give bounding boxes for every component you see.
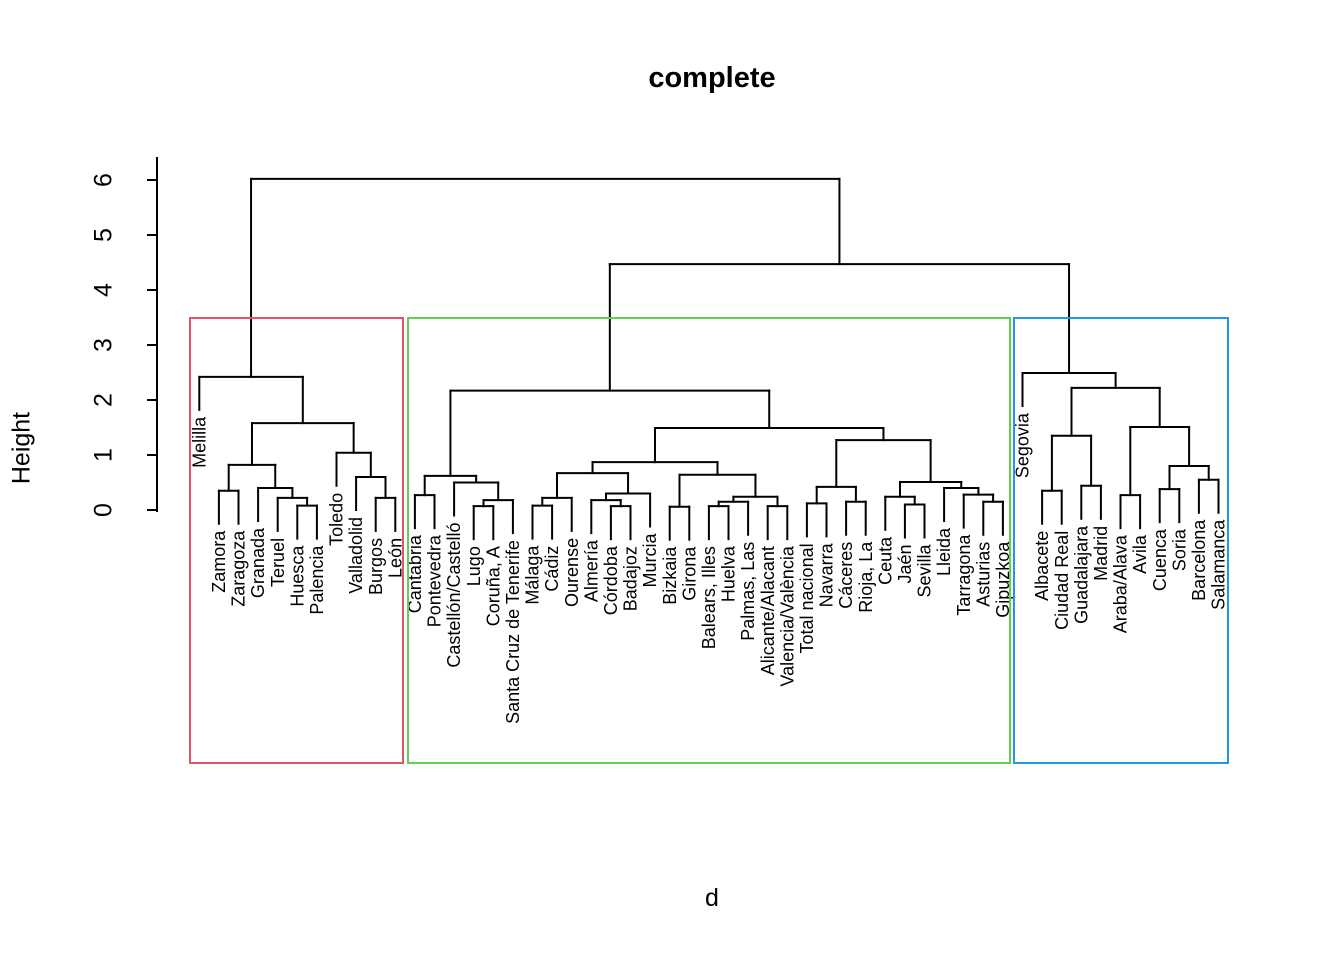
leaf-label: Gipuzkoa <box>993 541 1013 618</box>
leaf-label: Cáceres <box>836 542 856 609</box>
leaf-label: Lleida <box>934 527 954 576</box>
leaf-label: Valladolid <box>346 517 366 594</box>
leaf-label: Segovia <box>1013 412 1033 478</box>
leaf-label: Badajoz <box>621 546 641 611</box>
leaf-label: Avila <box>1130 534 1150 574</box>
leaf-label: Albacete <box>1032 531 1052 601</box>
axis-tick-label: 4 <box>90 283 118 297</box>
leaf-label: Huesca <box>287 545 307 607</box>
leaf-label: Soria <box>1169 528 1189 571</box>
leaf-label: Zamora <box>209 530 229 593</box>
plot-title: complete <box>648 62 776 94</box>
leaf-label: Castellón/Castelló <box>444 523 464 668</box>
leaf-label: Navarra <box>817 542 837 607</box>
leaf-label: Sevilla <box>915 544 935 598</box>
leaf-label: Córdoba <box>601 545 621 615</box>
leaf-label: Pontevedra <box>425 534 445 627</box>
leaf-label: Valencia/València <box>777 545 797 686</box>
axis-tick-label: 3 <box>90 338 118 352</box>
leaf-label: Teruel <box>268 538 288 587</box>
axis-tick-label: 1 <box>90 448 118 462</box>
leaf-label: Jaén <box>895 545 915 584</box>
leaf-label: Barcelona <box>1189 519 1209 601</box>
axis-tick-label: 6 <box>90 173 118 187</box>
leaf-label: Tarragona <box>954 534 974 616</box>
leaf-label: Salamanca <box>1209 519 1229 610</box>
leaf-label: Ceuta <box>875 536 895 585</box>
leaf-label: Araba/Alava <box>1111 534 1131 633</box>
axis-tick-label: 5 <box>90 228 118 242</box>
leaf-label: Guadalajara <box>1071 525 1091 624</box>
leaf-label: Balears, Illes <box>699 546 719 649</box>
leaf-label: Lugo <box>464 546 484 586</box>
cluster-box-0 <box>189 317 404 764</box>
leaf-label: Huelva <box>719 545 739 602</box>
leaf-label: León <box>385 538 405 578</box>
leaf-label: Murcia <box>640 533 660 588</box>
leaf-label: Granada <box>248 527 268 598</box>
leaf-label: Madrid <box>1091 526 1111 581</box>
leaf-label: Zaragoza <box>229 530 249 607</box>
leaf-label: Málaga <box>523 545 543 605</box>
leaf-label: Palencia <box>307 545 327 615</box>
leaf-label: Almería <box>581 539 601 602</box>
leaf-label: Cádiz <box>542 546 562 592</box>
leaf-label: Total nacional <box>797 543 817 653</box>
leaf-label: Alicante/Alacant <box>758 546 778 675</box>
y-axis: 0 1 2 3 4 5 6 <box>90 157 158 517</box>
leaf-label: Ourense <box>562 538 582 607</box>
leaf-label: Palmas, Las <box>738 542 758 641</box>
leaf-label: Santa Cruz de Tenerife <box>503 540 523 724</box>
leaf-label: Toledo <box>327 493 347 546</box>
leaf-label: Girona <box>679 546 699 601</box>
axis-tick-label: 0 <box>90 503 118 517</box>
leaf-label: Cuenca <box>1150 528 1170 591</box>
leaf-label: Coruña, A <box>483 546 503 626</box>
x-axis-label: d <box>705 884 719 912</box>
cluster-box-2 <box>1013 317 1229 764</box>
leaf-label: Burgos <box>366 538 386 595</box>
leaf-label: Ciudad Real <box>1052 531 1072 630</box>
leaf-label: Melilla <box>189 416 209 468</box>
leaf-label: Asturias <box>973 542 993 607</box>
leaf-label: Cantabria <box>405 534 425 613</box>
leaf-label: Rioja, La <box>856 541 876 613</box>
cluster-box-1 <box>407 317 1011 764</box>
leaf-label: Bizkaia <box>660 546 680 605</box>
axis-tick-label: 2 <box>90 393 118 407</box>
